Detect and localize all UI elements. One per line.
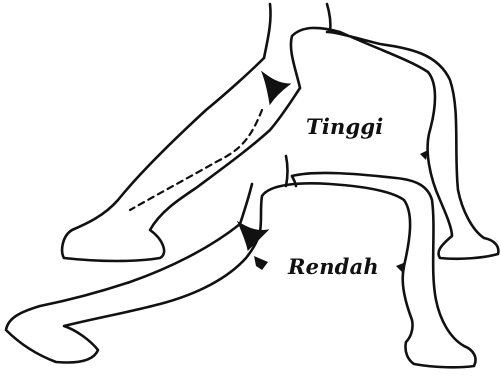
low-pointer-arrow bbox=[254, 256, 268, 270]
low-rear-leg bbox=[6, 184, 260, 363]
high-hidden-leg-line bbox=[130, 110, 262, 210]
high-crotch-shadow bbox=[262, 72, 290, 104]
low-stance-figure bbox=[6, 156, 476, 367]
high-torso-left-edge bbox=[264, 4, 271, 58]
high-knee-mark bbox=[420, 150, 428, 160]
low-knee-mark bbox=[396, 262, 406, 274]
low-stance-label: Rendah bbox=[288, 254, 379, 279]
high-stance-label: Tinggi bbox=[306, 114, 383, 139]
high-torso-right-edge bbox=[327, 4, 330, 32]
high-front-leg bbox=[291, 28, 498, 259]
low-torso-left-edge bbox=[286, 156, 288, 186]
